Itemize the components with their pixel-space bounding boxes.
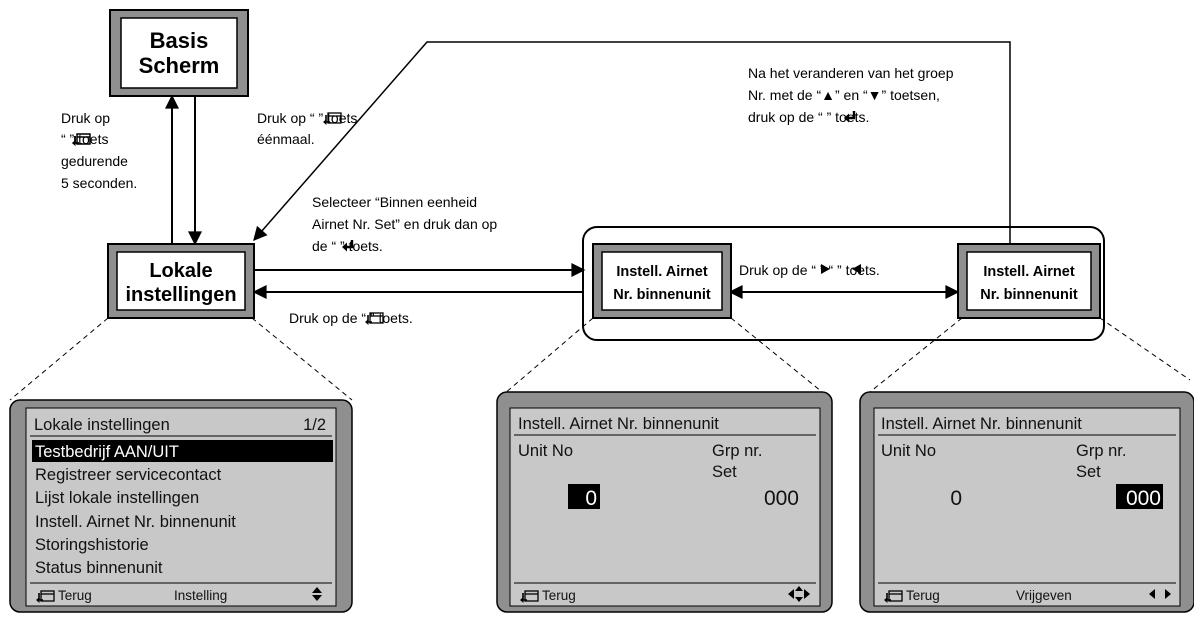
four-way-arrows-icon — [788, 586, 810, 602]
hold-line4: 5 seconden. — [61, 175, 137, 191]
right-arrow-icon — [821, 264, 830, 274]
screen3-footer-center: Vrijgeven — [1016, 588, 1072, 603]
airnet-a-line1: Instell. Airnet — [616, 264, 707, 280]
airnet-a-line2: Nr. binnenunit — [613, 287, 711, 303]
unit-cursor — [568, 484, 600, 509]
menu-item[interactable]: Storingshistorie — [35, 536, 149, 554]
once-line2: éénmaal. — [257, 131, 315, 147]
screen2-grp-value[interactable]: 000 — [764, 487, 799, 510]
screen1-footer-center: Instelling — [174, 588, 227, 603]
label-press-once: Druk op “ ” toets éénmaal. — [257, 110, 357, 147]
label-hold-5-seconds: Druk op “ ” toets gedurende 5 seconden. — [61, 110, 137, 191]
screen3-unit-value[interactable]: 0 — [950, 487, 962, 510]
change-line1: Na het veranderen van het groep — [748, 65, 954, 81]
menu-item[interactable]: Registreer servicecontact — [35, 466, 222, 484]
lcd-screen-airnet-unit: Instell. Airnet Nr. binnenunit Unit No G… — [496, 391, 833, 613]
screen2-footer-back: Terug — [542, 588, 576, 603]
lr-label: Druk op de “ ” “ ” toets. — [739, 262, 880, 278]
screen3-grp-label: Grp nr. — [1076, 442, 1126, 460]
left-arrow-icon — [852, 264, 861, 274]
label-change-group: Na het veranderen van het groep Nr. met … — [748, 65, 954, 125]
menu-item[interactable]: Instell. Airnet Nr. binnenunit — [35, 513, 236, 531]
lcd-screen-lokale-instellingen: Lokale instellingen 1/2 Testbedrijf AAN/… — [9, 399, 353, 613]
back-label: Druk op de “ ” toets. — [289, 310, 413, 326]
screen2-set-label: Set — [712, 463, 737, 481]
airnet-box-b: Instell. Airnet Nr. binnenunit — [957, 243, 1101, 319]
select-line2: Airnet Nr. Set” en druk dan op — [312, 216, 497, 232]
menu-highlight — [32, 440, 333, 462]
screen2-grp-label: Grp nr. — [712, 442, 762, 460]
label-select-airnet: Selecteer “Binnen eenheid Airnet Nr. Set… — [312, 194, 497, 254]
label-left-right: Druk op de “ ” “ ” toets. — [739, 262, 880, 278]
screen3-title: Instell. Airnet Nr. binnenunit — [881, 415, 1082, 433]
lokale-line1: Lokale — [149, 260, 212, 282]
change-line3: druk op de “ ” toets. — [748, 109, 869, 125]
screen2-unit-value[interactable]: 0 — [585, 487, 597, 510]
menu-item[interactable]: Lijst lokale instellingen — [35, 489, 199, 507]
arrow-return-path — [253, 41, 1011, 244]
grp-cursor — [1116, 484, 1163, 509]
up-down-arrows-icon — [312, 587, 322, 601]
left-arrow-icon — [1149, 589, 1155, 599]
screen2-unit-label: Unit No — [518, 442, 573, 460]
screen1-footer-back: Terug — [58, 588, 92, 603]
connectors — [165, 41, 1011, 299]
select-line1: Selecteer “Binnen eenheid — [312, 194, 477, 210]
lokale-line2: instellingen — [125, 284, 236, 306]
screen2-title: Instell. Airnet Nr. binnenunit — [518, 415, 719, 433]
zoom-lines — [9, 317, 1191, 401]
screen3-unit-label: Unit No — [881, 442, 936, 460]
airnet-box-a: Instell. Airnet Nr. binnenunit — [592, 243, 732, 319]
hold-line1: Druk op — [61, 110, 110, 126]
basis-line1: Basis — [150, 28, 209, 53]
screen3-set-label: Set — [1076, 463, 1101, 481]
right-arrow-icon — [1165, 589, 1171, 599]
label-press-back: Druk op de “ ” toets. — [289, 310, 413, 326]
screen3-footer-back: Terug — [906, 588, 940, 603]
airnet-group-frame — [582, 226, 1105, 341]
menu-item[interactable]: Status binnenunit — [35, 559, 163, 577]
screen1-page: 1/2 — [303, 416, 326, 434]
menu-item[interactable]: Testbedrijf AAN/UIT — [35, 443, 179, 461]
hold-line3: gedurende — [61, 153, 128, 169]
airnet-b-line2: Nr. binnenunit — [980, 287, 1078, 303]
basis-line2: Scherm — [139, 53, 220, 78]
change-line2: Nr. met de “▲” en “▼” toetsen, — [748, 87, 940, 103]
airnet-b-line1: Instell. Airnet — [983, 264, 1074, 280]
basis-scherm-box: Basis Scherm — [109, 9, 249, 97]
lcd-screen-airnet-group: Instell. Airnet Nr. binnenunit Unit No G… — [859, 391, 1194, 613]
screen3-grp-value[interactable]: 000 — [1126, 487, 1161, 510]
lokale-instellingen-box: Lokale instellingen — [107, 243, 255, 319]
screen1-title: Lokale instellingen — [34, 416, 170, 434]
once-line1: Druk op “ ” toets — [257, 110, 357, 126]
